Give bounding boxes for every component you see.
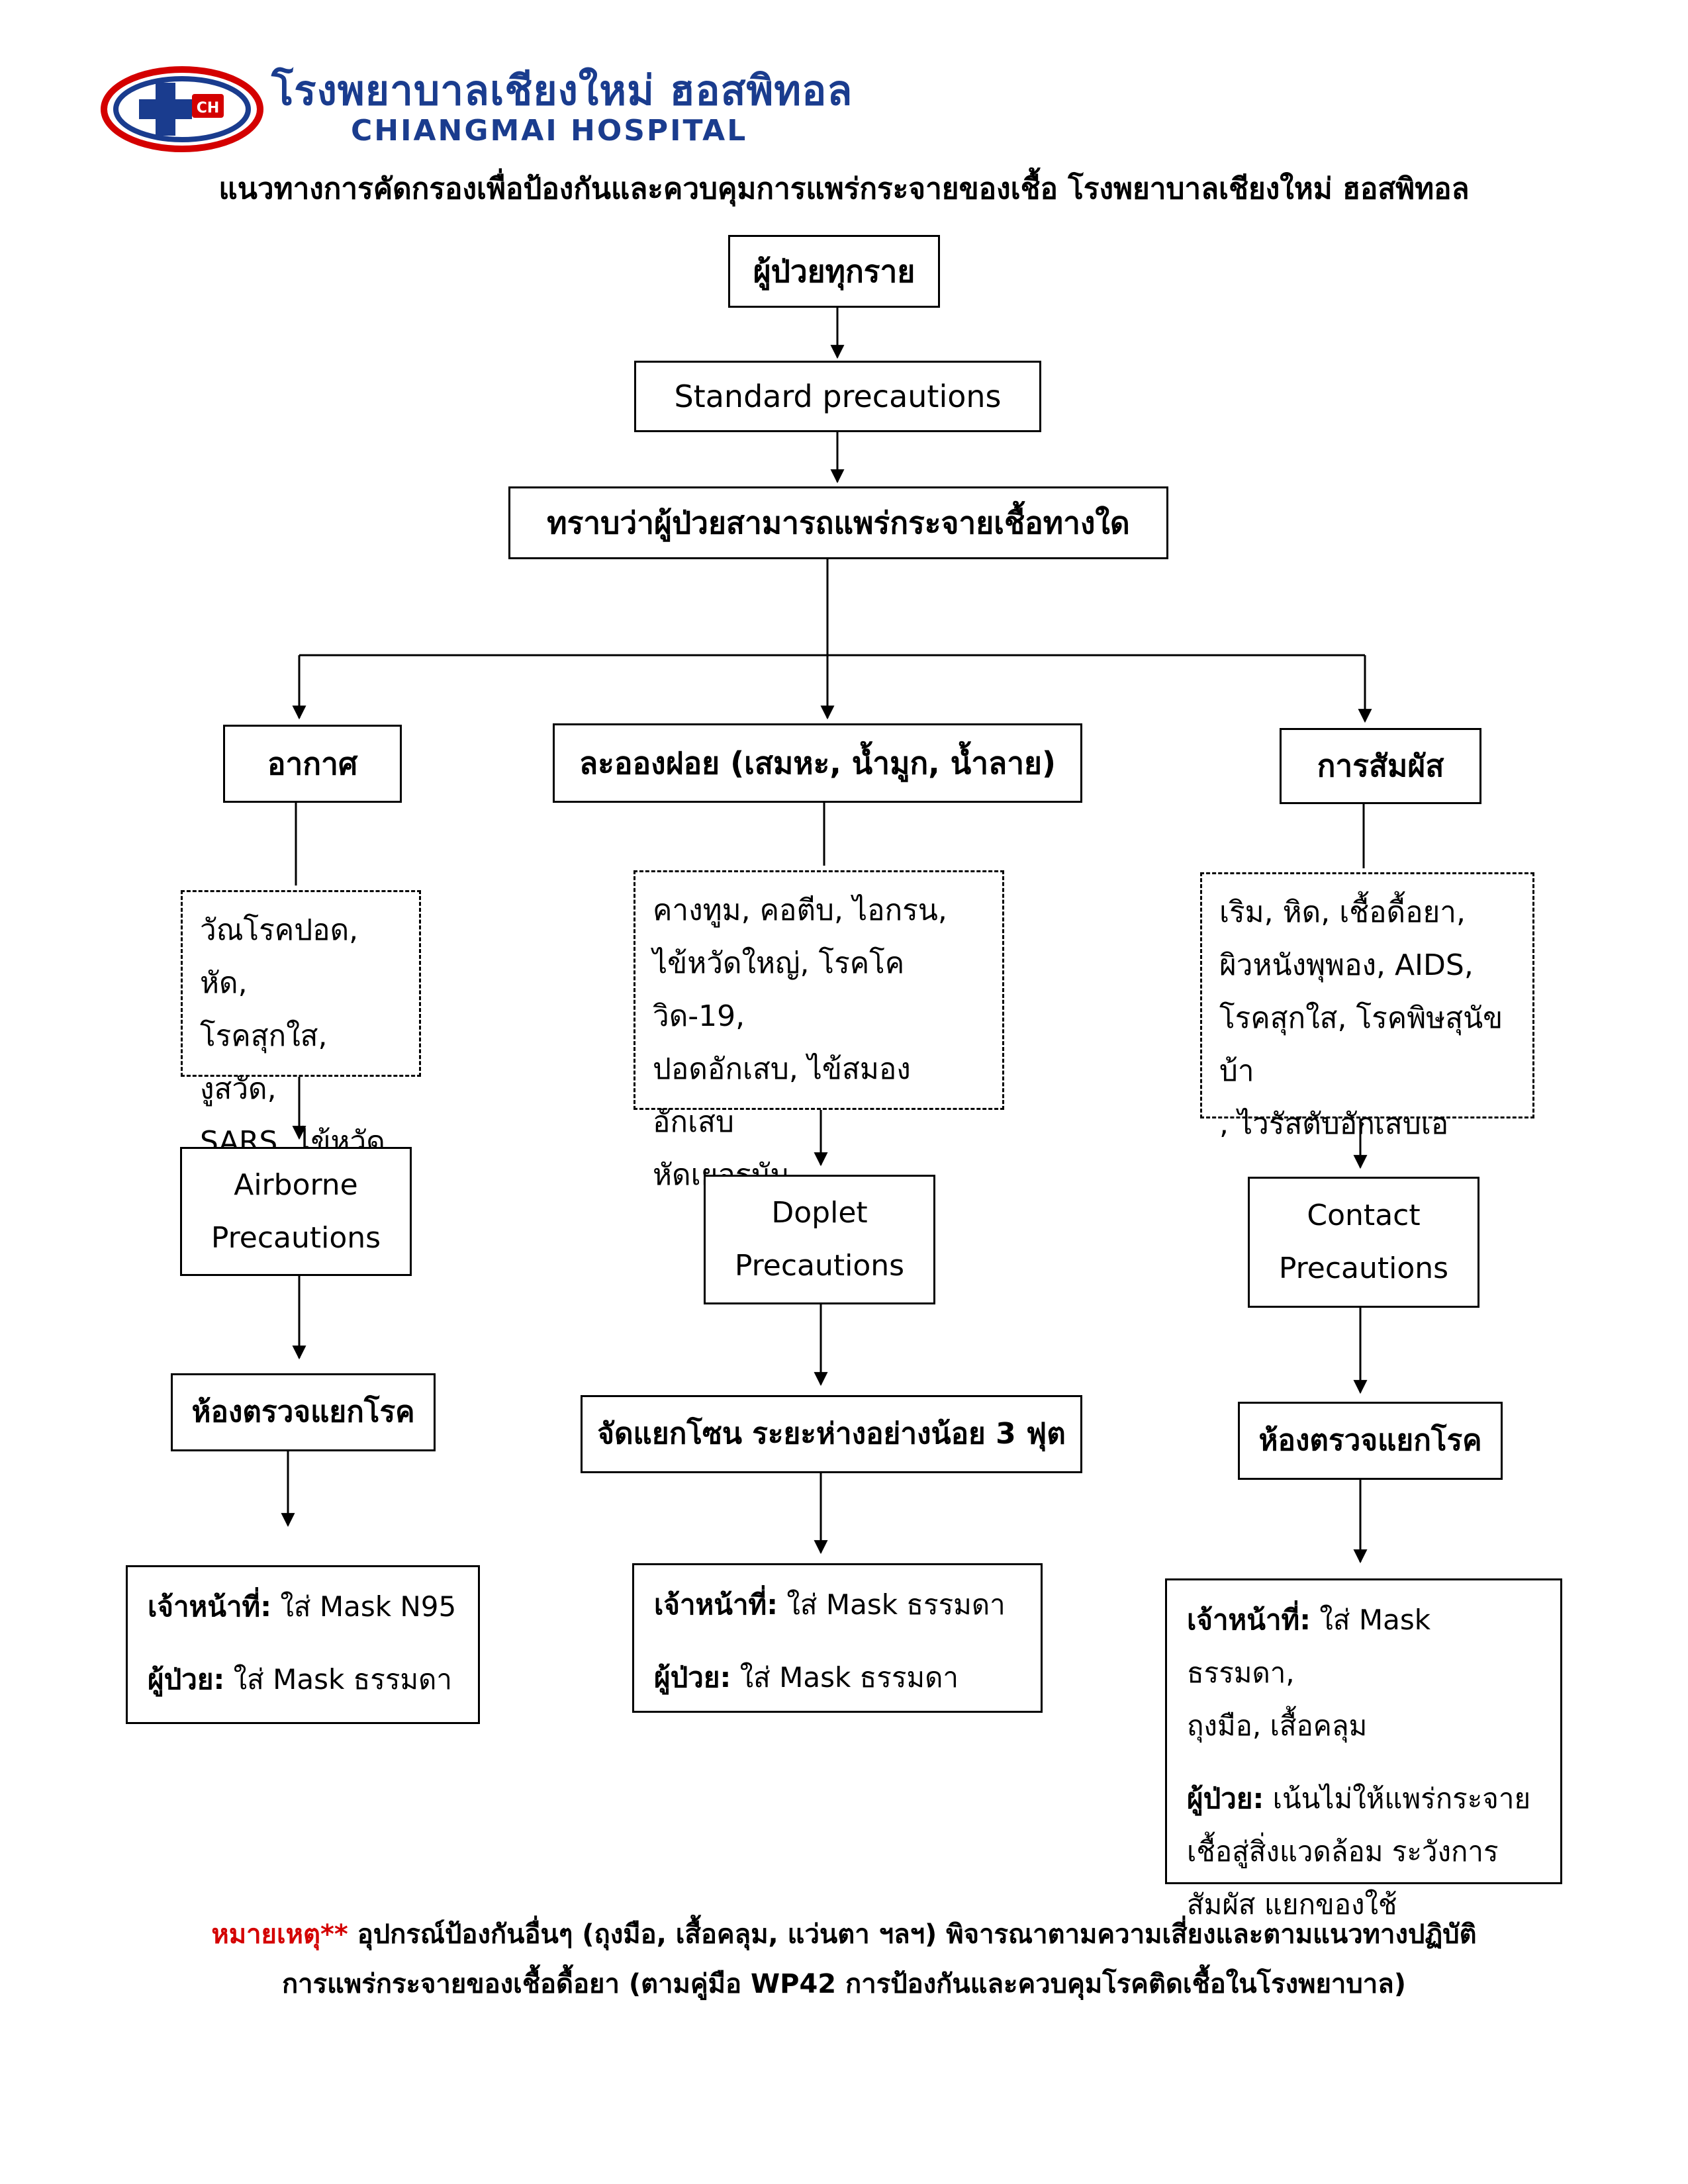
droplet-ppe-box: เจ้าหน้าที่: ใส่ Mask ธรรมดา ผู้ป่วย: ใส…: [632, 1563, 1043, 1713]
patient-ppe-text: เน้นไม่ให้แพร่กระจาย: [1264, 1782, 1531, 1815]
patient-ppe-text: ใส่ Mask ธรรมดา: [224, 1663, 452, 1696]
staff-label: เจ้าหน้าที่:: [148, 1590, 272, 1623]
page-title: แนวทางการคัดกรองเพื่อป้องกันและควบคุมการ…: [218, 172, 1470, 206]
droplet-disease-line: คางทูม, คอตีบ, ไอกรน,: [653, 893, 947, 927]
droplet-precautions-box: Doplet Precautions: [704, 1175, 935, 1304]
patient-label: ผู้ป่วย:: [148, 1663, 225, 1696]
airborne-precautions-box: Airborne Precautions: [180, 1147, 412, 1276]
hospital-name-thai: โรงพยาบาลเชียงใหม่ ฮอสพิทอล: [271, 66, 853, 114]
contact-disease-line: , ไวรัสตับอักเสบเอ: [1219, 1107, 1449, 1141]
contact-isolation-room-box: ห้องตรวจแยกโรค: [1238, 1402, 1503, 1480]
footnote-line1: หมายเหตุ** อุปกรณ์ป้องกันอื่นๆ (ถุงมือ, …: [0, 1913, 1688, 1955]
staff-ppe-text: ใส่ Mask ธรรมดา: [778, 1588, 1006, 1621]
footnote-line2: การแพร่กระจายของเชื้อดื้อยา (ตามคู่มือ W…: [281, 1969, 1407, 1999]
staff-label: เจ้าหน้าที่:: [654, 1588, 778, 1621]
route-airborne-box: อากาศ: [223, 725, 402, 803]
standard-precautions-box: Standard precautions: [634, 361, 1041, 432]
transmission-route-question-box: ทราบว่าผู้ป่วยสามารถแพร่กระจายเชื้อทางใด: [508, 486, 1168, 559]
hospital-name-english: CHIANGMAI HOSPITAL: [351, 114, 748, 148]
footnote-label: หมายเหตุ**: [211, 1919, 348, 1950]
patient-ppe-text-line2: เชื้อสู่สิ่งแวดล้อม ระวังการ: [1187, 1835, 1499, 1868]
droplet-precautions-line1: Doplet: [771, 1196, 868, 1230]
droplet-diseases-box: คางทูม, คอตีบ, ไอกรน, ไข้หวัดใหญ่, โรคโค…: [633, 870, 1004, 1192]
airborne-disease-line: วัณโรคปอด, หัด,: [200, 913, 359, 1000]
airborne-precautions-line2: Precautions: [211, 1220, 381, 1255]
airborne-isolation-room-box: ห้องตรวจแยกโรค: [171, 1373, 436, 1451]
patient-label: ผู้ป่วย:: [1187, 1782, 1264, 1815]
route-droplet-box: ละอองฝอย (เสมหะ, น้ำมูก, น้ำลาย): [553, 723, 1082, 803]
droplet-disease-line: ปอดอักเสบ, ไข้สมองอักเสบ: [653, 1052, 911, 1139]
contact-precautions-line2: Precautions: [1278, 1251, 1449, 1285]
footnote-text-1: อุปกรณ์ป้องกันอื่นๆ (ถุงมือ, เสื้อคลุม, …: [348, 1919, 1477, 1950]
hospital-logo: CH: [101, 66, 263, 152]
staff-ppe-text: ใส่ Mask N95: [271, 1590, 457, 1623]
contact-precautions-box: Contact Precautions: [1248, 1177, 1479, 1308]
droplet-disease-line: ไข้หวัดใหญ่, โรคโควิด-19,: [653, 946, 905, 1033]
droplet-precautions-line2: Precautions: [734, 1249, 905, 1283]
contact-disease-line: เริม, หิด, เชื้อดื้อยา,: [1219, 895, 1466, 929]
contact-ppe-box: เจ้าหน้าที่: ใส่ Mask ธรรมดา, ถุงมือ, เส…: [1165, 1578, 1562, 1921]
patient-ppe-text: ใส่ Mask ธรรมดา: [731, 1661, 959, 1694]
contact-disease-line: โรคสุกใส, โรคพิษสุนัขบ้า: [1219, 1001, 1503, 1088]
airborne-diseases-box: วัณโรคปอด, หัด, โรคสุกใส, งูสวัด, SARS, …: [181, 890, 421, 1212]
contact-disease-line: ผิวหนังพุพอง, AIDS,: [1219, 948, 1474, 982]
contact-diseases-box: เริม, หิด, เชื้อดื้อยา, ผิวหนังพุพอง, AI…: [1200, 872, 1534, 1141]
droplet-separate-zone-box: จัดแยกโซน ระยะห่างอย่างน้อย 3 ฟุต: [581, 1395, 1082, 1473]
staff-ppe-text: ใส่ Mask ธรรมดา,: [1187, 1604, 1431, 1689]
staff-label: เจ้าหน้าที่:: [1187, 1604, 1311, 1636]
airborne-precautions-line1: Airborne: [234, 1167, 358, 1202]
patient-ppe-text-line3: สัมผัส แยกของใช้: [1187, 1888, 1397, 1921]
svg-text:CH: CH: [197, 100, 220, 116]
route-contact-box: การสัมผัส: [1280, 728, 1481, 804]
contact-precautions-line1: Contact: [1307, 1199, 1421, 1232]
patient-label: ผู้ป่วย:: [654, 1661, 731, 1694]
airborne-ppe-box: เจ้าหน้าที่: ใส่ Mask N95 ผู้ป่วย: ใส่ M…: [126, 1565, 480, 1724]
staff-ppe-text-line2: ถุงมือ, เสื้อคลุม: [1187, 1709, 1368, 1742]
all-patients-box: ผู้ป่วยทุกราย: [728, 235, 940, 308]
airborne-disease-line: โรคสุกใส, งูสวัด,: [200, 1019, 328, 1106]
